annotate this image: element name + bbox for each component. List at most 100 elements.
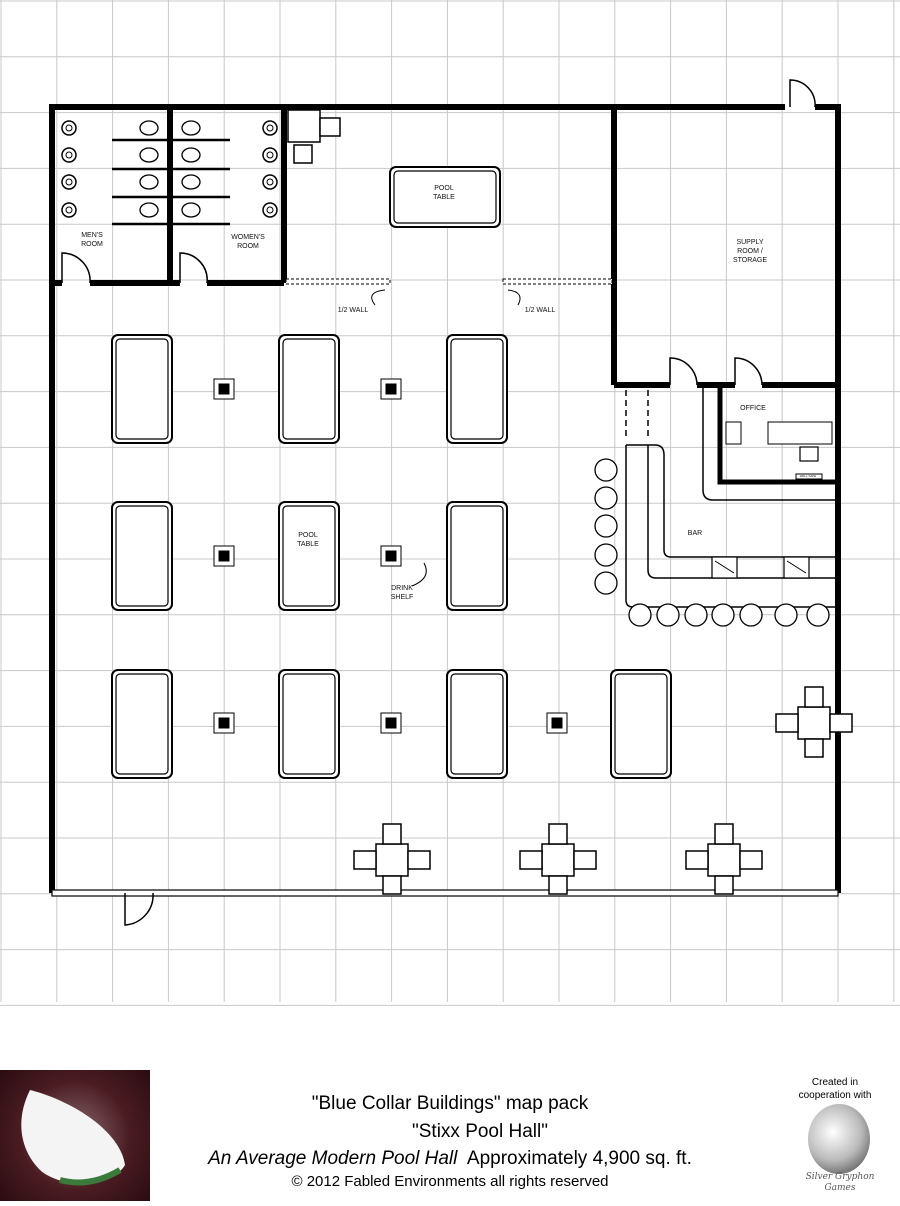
urinal-inner [266,206,274,214]
floor-plan: MEN'S ROOM WOMEN'S ROOM POOL TABLE POOL … [0,0,900,1006]
half-wall-arrow [371,289,386,306]
bar-stool [594,458,618,482]
toilet [139,147,159,163]
chair [519,850,543,870]
labels: MEN'S ROOM WOMEN'S ROOM POOL TABLE POOL … [81,185,816,601]
copyright: © 2012 Fabled Environments all rights re… [291,1173,609,1190]
bar-stool [739,603,763,627]
map-name: "Stixx Pool Hall" [412,1121,548,1142]
drink-shelf-top [551,717,563,729]
door [789,79,816,108]
subtitle-italic: An Average Modern Pool Hall [208,1148,458,1169]
bar-stool [774,603,798,627]
pool-table-felt [393,170,497,224]
half-wall-arrow [507,289,521,306]
chair [407,850,431,870]
chair [382,875,402,895]
walls [49,79,841,926]
urinal-inner [65,178,73,186]
drink-shelf-arrow [411,562,427,587]
silver-gryphon-logo [808,1104,870,1174]
area: Approximately 4,900 sq. ft. [466,1148,692,1169]
pool-table-label-1: POOL [434,185,454,192]
drink-shelf-top [218,550,230,562]
bar-stool [806,603,830,627]
office-label: OFFICE [740,405,766,412]
drink-shelf-top [385,383,397,395]
chair [804,738,824,758]
chair [829,713,853,733]
door [61,252,91,284]
pool-table-felt [282,673,336,775]
chair [739,850,763,870]
urinal-inner [65,206,73,214]
cafe-table [707,843,741,877]
mens-room-label-1: MEN'S [81,232,103,239]
pool-table-felt [450,673,504,775]
pool-table-felt [115,505,169,607]
pool-table-felt [115,673,169,775]
bar-counter-outer [625,445,838,608]
womens-room-label-1: WOMEN'S [231,234,265,241]
office-counter [702,385,838,501]
bar-stool [656,603,680,627]
urinal-inner [65,151,73,159]
register-mark [786,560,807,574]
chair [775,713,799,733]
window-wall [51,889,839,897]
caption-line-2: cooperation with [798,1090,872,1101]
urinal-inner [266,178,274,186]
wall-safe [795,473,823,480]
map-subtitle: An Average Modern Pool Hall Approximatel… [150,1148,750,1170]
chair [382,823,402,845]
chair [573,850,597,870]
register-mark [714,560,735,574]
toilet [139,174,159,190]
side-table [287,109,321,143]
chair [548,823,568,845]
pool-table-label-4: TABLE [297,541,319,548]
bar-label: BAR [688,530,702,537]
door [734,357,763,386]
half-wall [502,278,613,285]
silver-gryphon-name: Silver Gryphon Games [805,1172,875,1193]
bar-back [626,444,838,558]
office-desk [767,421,833,445]
cafe-table [541,843,575,877]
supply-room-label-3: STORAGE [733,257,767,264]
bar-stool [684,603,708,627]
half-wall-label-right: 1/2 WALL [525,307,556,314]
chair [353,850,377,870]
drink-shelf-top [385,550,397,562]
office-chair [799,446,819,462]
urinal-inner [266,124,274,132]
pool-table-felt [282,338,336,440]
caption-line-1: Created in [811,1077,859,1088]
drink-shelf-top [218,717,230,729]
bar-stool [594,514,618,538]
pool-table-felt [282,505,336,607]
wall [717,385,838,485]
furniture [61,109,853,895]
toilet [181,120,201,136]
urinal-inner [266,151,274,159]
chair [804,686,824,708]
door [124,892,154,926]
bar-stool [711,603,735,627]
supply-room-label-2: ROOM / [737,248,763,255]
pool-table-felt [614,673,668,775]
pool-table-felt [450,505,504,607]
office-cabinet [725,421,742,445]
door [179,252,208,284]
half-wall [285,278,391,285]
drink-shelf-top [385,717,397,729]
bar-stool [628,603,652,627]
half-wall-label-left: 1/2 WALL [338,307,369,314]
map-pack-title: "Blue Collar Buildings" map pack [311,1093,589,1114]
chair [714,875,734,895]
bar-stool [594,486,618,510]
cafe-table [375,843,409,877]
cafe-table [797,706,831,740]
chair [685,850,709,870]
wall-safe-label: WALL SAFE [800,474,817,478]
